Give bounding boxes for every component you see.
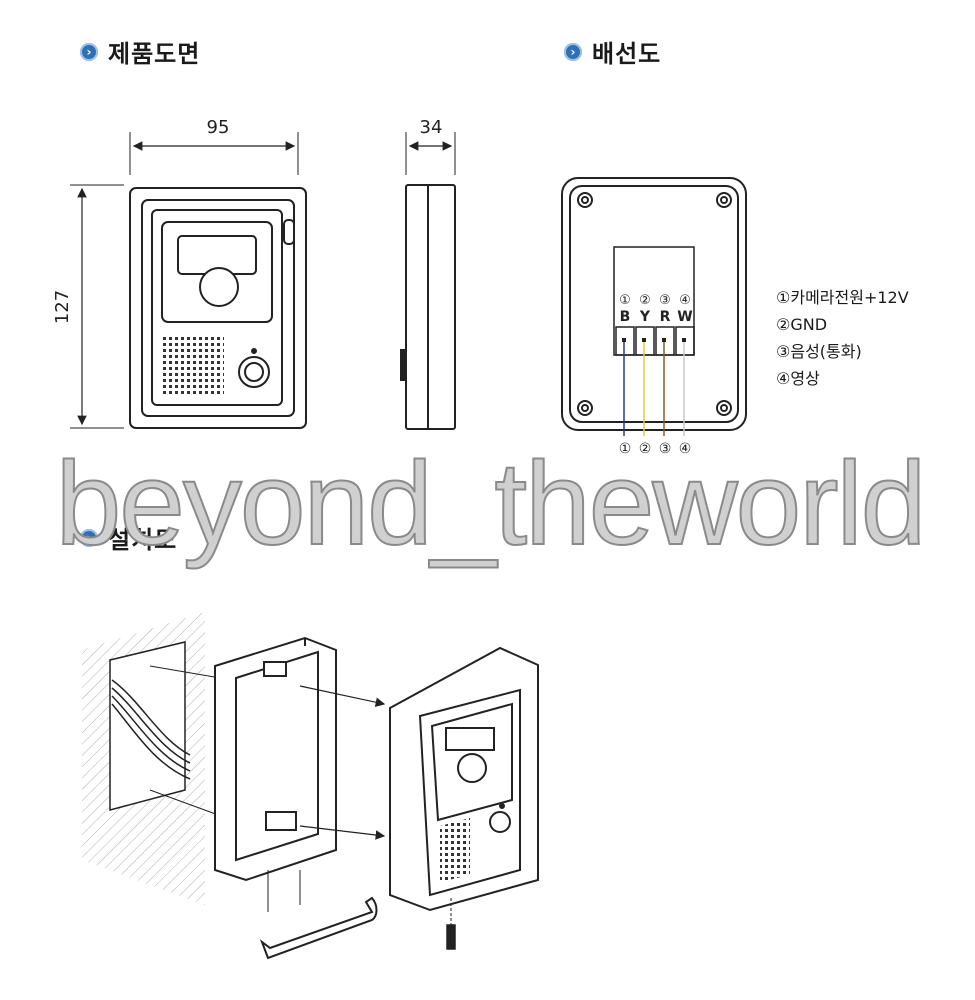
heading-label: 설치도	[108, 526, 178, 554]
chevron-right-icon: ›	[80, 42, 98, 61]
side-view	[400, 132, 456, 430]
dimension-depth: 34	[420, 117, 443, 138]
legend-item-gnd: ②GND	[776, 315, 828, 334]
terminal-number-2: ②	[639, 293, 651, 308]
heading-wiring-diagram: › 배선도	[564, 34, 661, 69]
wires	[623, 342, 685, 436]
chevron-right-icon: ›	[80, 528, 98, 547]
legend-item-camera-power: ①카메라전원+12V	[776, 288, 909, 307]
terminal-screws	[622, 338, 686, 342]
heading-product-drawing: › 제품도면	[80, 34, 200, 69]
terminal-number-3: ③	[659, 293, 671, 308]
terminal-number-1: ①	[619, 293, 631, 308]
wire-number-3: ③	[659, 441, 672, 457]
terminal-letter-y: Y	[639, 309, 651, 325]
heading-label: 배선도	[592, 40, 662, 68]
terminal-letter-w: W	[677, 309, 692, 325]
chevron-right-icon: ›	[564, 42, 582, 61]
installation-mounting-bracket	[214, 636, 386, 912]
wire-number-2: ②	[639, 441, 652, 457]
terminal-letter-r: R	[660, 309, 671, 325]
wire-number-1: ①	[619, 441, 632, 457]
installation-intercom-unit	[389, 646, 539, 912]
installation-wall	[82, 612, 233, 905]
installation-screw	[446, 898, 456, 950]
legend-item-video: ④영상	[776, 369, 820, 388]
front-view	[70, 132, 307, 429]
legend-item-audio: ③음성(통화)	[776, 342, 862, 361]
wire-number-4: ④	[679, 441, 692, 457]
terminal-number-4: ④	[679, 293, 691, 308]
heading-installation-diagram: › 설치도	[80, 520, 177, 555]
wiring-back-plate	[561, 177, 747, 431]
installation-hook-clip	[259, 896, 378, 960]
watermark: beyond_theworld	[55, 437, 928, 571]
heading-label: 제품도면	[108, 40, 201, 68]
terminal-letter-b: B	[620, 309, 631, 325]
dimension-width: 95	[207, 117, 230, 138]
wiring-legend: ①카메라전원+12V ②GND ③음성(통화) ④영상	[776, 284, 909, 392]
dimension-height: 127	[52, 290, 73, 324]
